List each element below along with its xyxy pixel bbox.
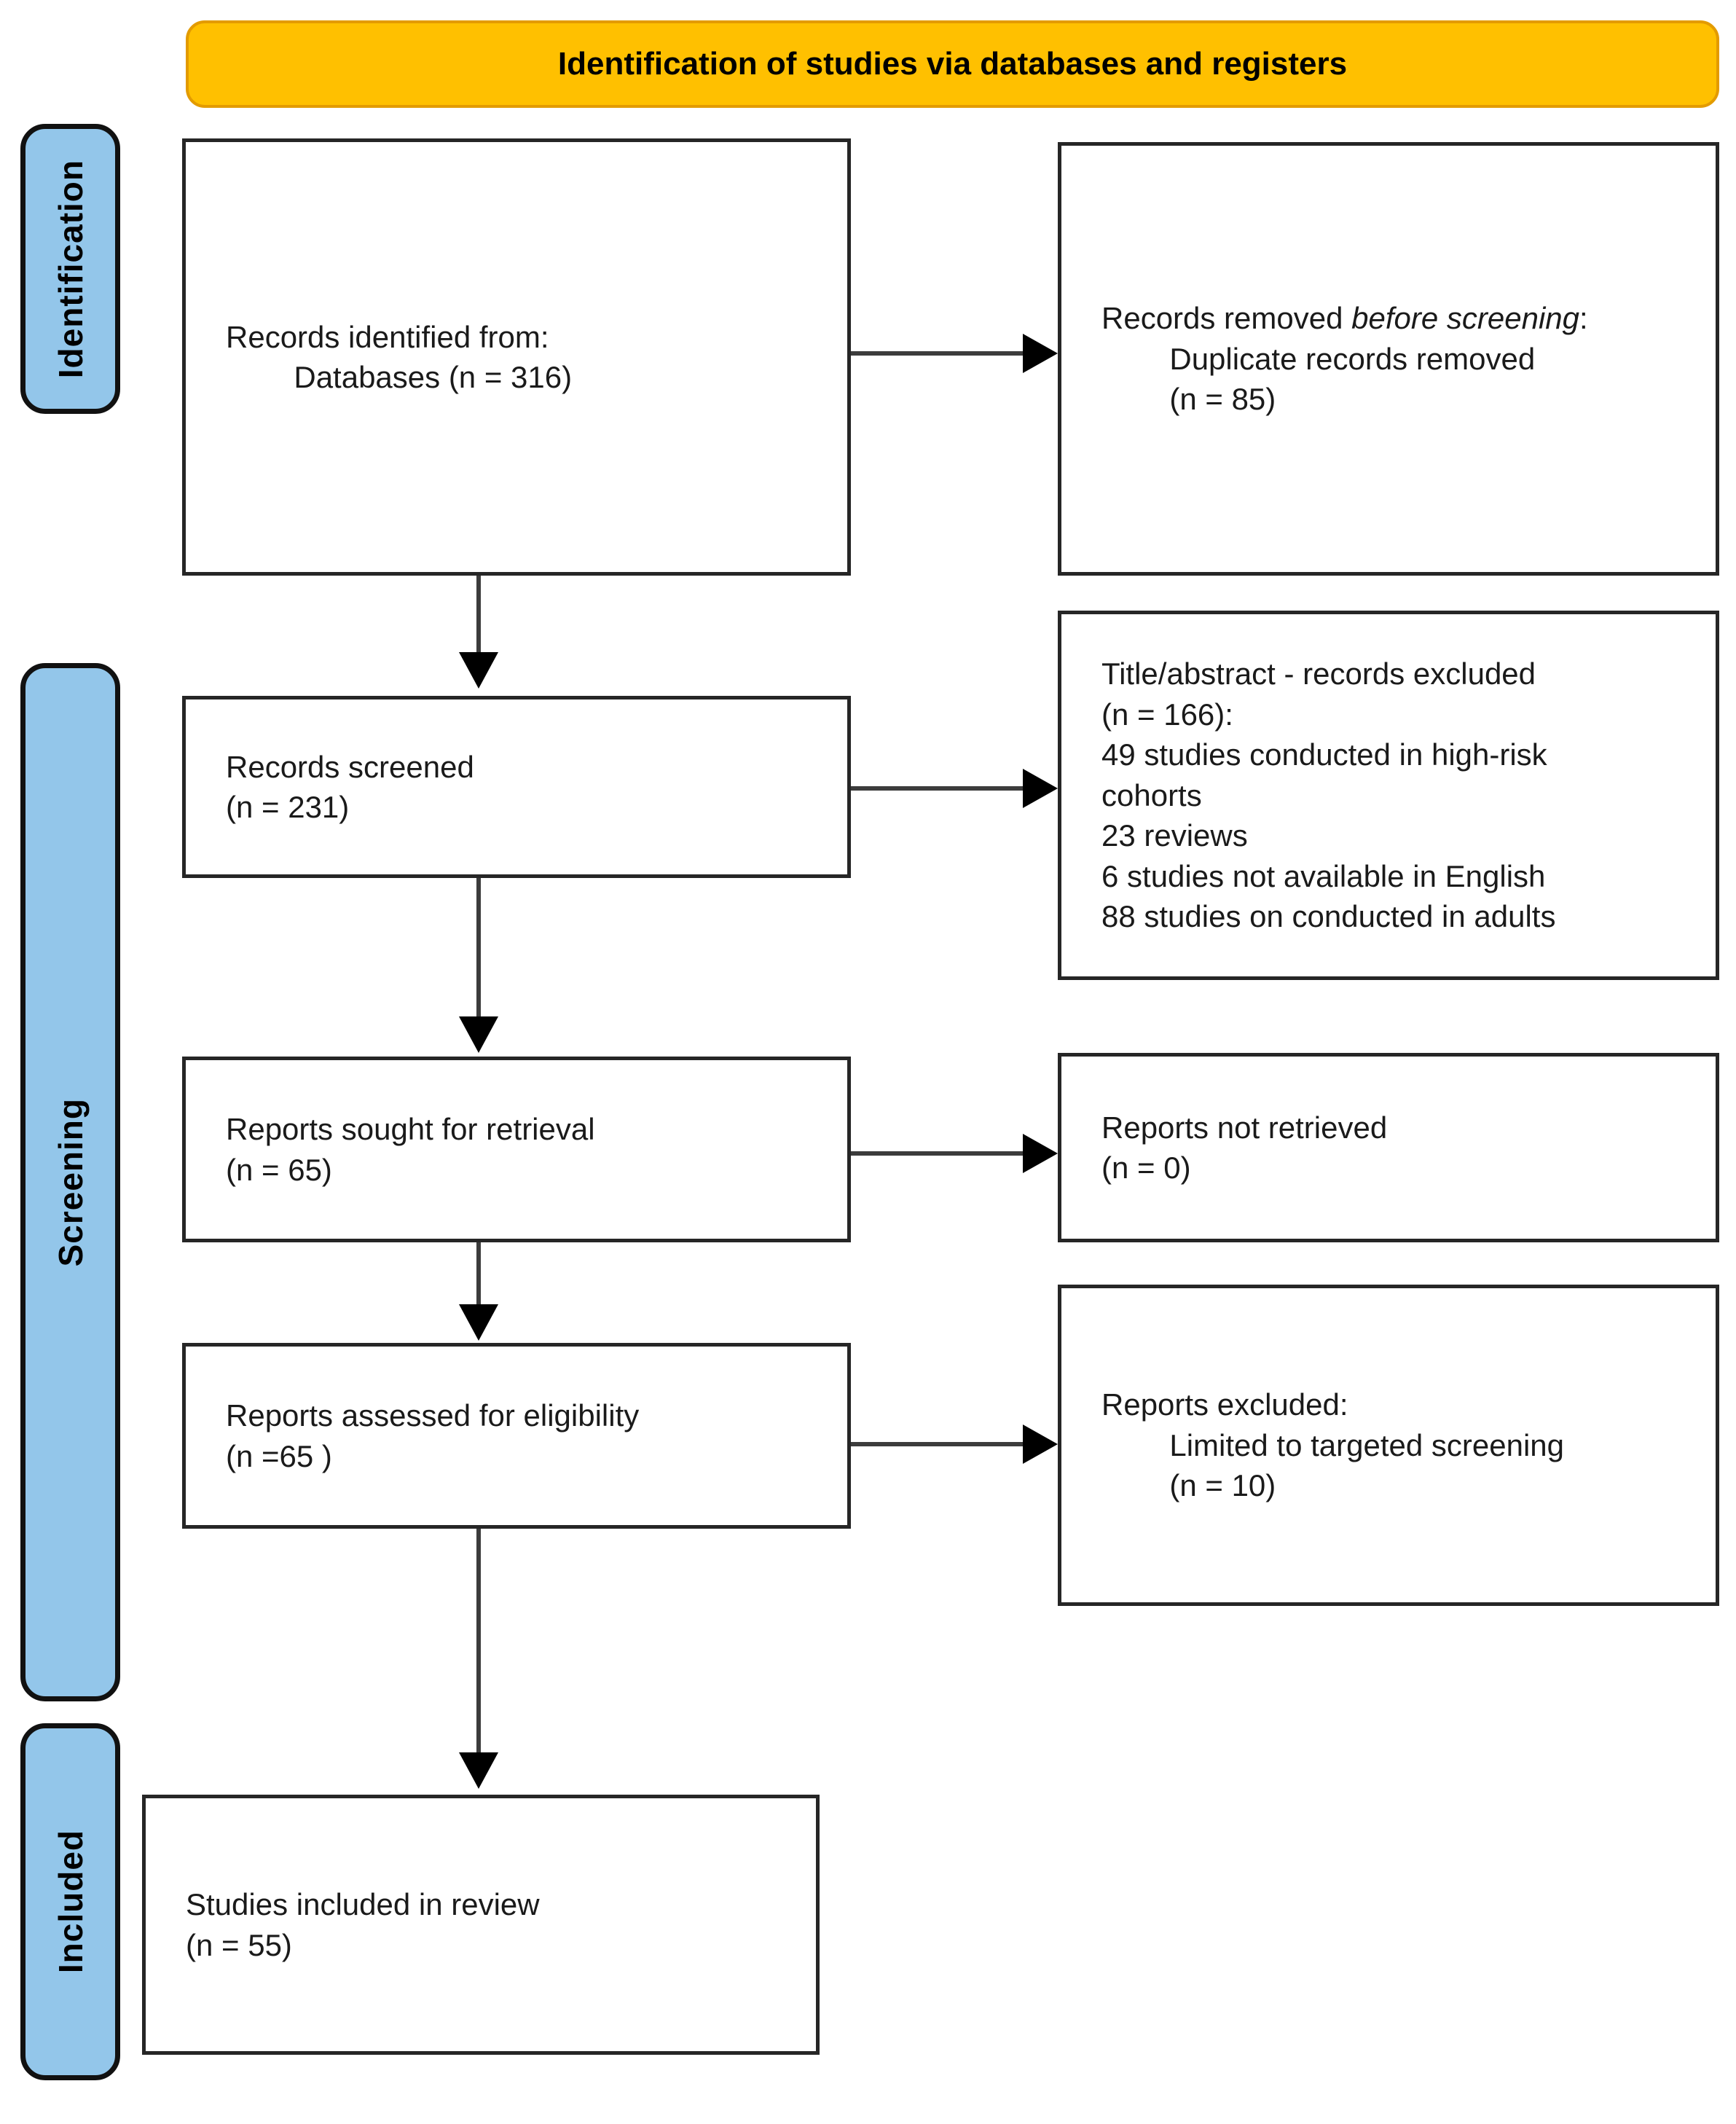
box-reports-assessed: Reports assessed for eligibility (n =65 …: [182, 1343, 851, 1529]
box-reports-not-retrieved-text: Reports not retrieved (n = 0): [1101, 1110, 1388, 1185]
arrow-screened-to-excluded-stem: [851, 786, 1023, 791]
box-records-removed: Records removed before screening: Duplic…: [1058, 142, 1719, 576]
title-banner: Identification of studies via databases …: [186, 20, 1719, 108]
arrow-identified-to-screened-head: [459, 652, 498, 689]
records-removed-heading-normal: Records removed: [1101, 301, 1352, 336]
box-reports-sought: Reports sought for retrieval (n = 65): [182, 1057, 851, 1242]
arrow-screened-to-sought-stem: [476, 878, 481, 1016]
box-title-abstract-excluded-text: Title/abstract - records excluded (n = 1…: [1101, 657, 1556, 934]
box-reports-excluded-text: Reports excluded: Limited to targeted sc…: [1101, 1387, 1565, 1503]
box-records-removed-text: Records removed before screening: Duplic…: [1101, 298, 1588, 419]
arrow-screened-to-excluded-head: [1023, 769, 1058, 808]
arrow-sought-to-notretrieved-head: [1023, 1134, 1058, 1173]
box-records-identified: Records identified from: Databases (n = …: [182, 138, 851, 576]
box-reports-not-retrieved: Reports not retrieved (n = 0): [1058, 1053, 1719, 1242]
box-records-screened-text: Records screened (n = 231): [226, 749, 474, 824]
arrow-identified-to-screened-stem: [476, 576, 481, 652]
box-records-identified-text: Records identified from: Databases (n = …: [226, 319, 573, 394]
arrow-sought-to-assessed-head: [459, 1304, 498, 1341]
arrow-identified-to-removed-head: [1023, 334, 1058, 373]
box-studies-included: Studies included in review (n = 55): [142, 1795, 820, 2055]
box-records-screened: Records screened (n = 231): [182, 696, 851, 878]
arrow-assessed-to-included-head: [459, 1752, 498, 1789]
stage-label-included: Included: [20, 1723, 120, 2080]
stage-label-identification-text: Identification: [51, 159, 90, 379]
box-reports-excluded: Reports excluded: Limited to targeted sc…: [1058, 1285, 1719, 1606]
arrow-screened-to-sought-head: [459, 1016, 498, 1053]
stage-label-screening: Screening: [20, 663, 120, 1701]
arrow-assessed-to-excluded-stem: [851, 1442, 1023, 1446]
title-banner-label: Identification of studies via databases …: [557, 46, 1348, 82]
arrow-identified-to-removed-stem: [851, 351, 1023, 356]
arrow-assessed-to-included-stem: [476, 1529, 481, 1752]
box-reports-assessed-text: Reports assessed for eligibility (n =65 …: [226, 1398, 640, 1473]
arrow-assessed-to-excluded-head: [1023, 1425, 1058, 1464]
box-reports-sought-text: Reports sought for retrieval (n = 65): [226, 1112, 595, 1187]
arrow-sought-to-notretrieved-stem: [851, 1151, 1023, 1156]
records-removed-heading-italic: before screening: [1351, 301, 1580, 336]
box-title-abstract-excluded: Title/abstract - records excluded (n = 1…: [1058, 611, 1719, 980]
stage-label-screening-text: Screening: [51, 1097, 90, 1267]
stage-label-included-text: Included: [51, 1830, 90, 1974]
records-removed-heading-colon: :: [1579, 301, 1588, 336]
records-removed-detail: Duplicate records removed (n = 85): [1169, 341, 1536, 417]
arrow-sought-to-assessed-stem: [476, 1242, 481, 1304]
box-studies-included-text: Studies included in review (n = 55): [186, 1887, 540, 1962]
stage-label-identification: Identification: [20, 124, 120, 414]
